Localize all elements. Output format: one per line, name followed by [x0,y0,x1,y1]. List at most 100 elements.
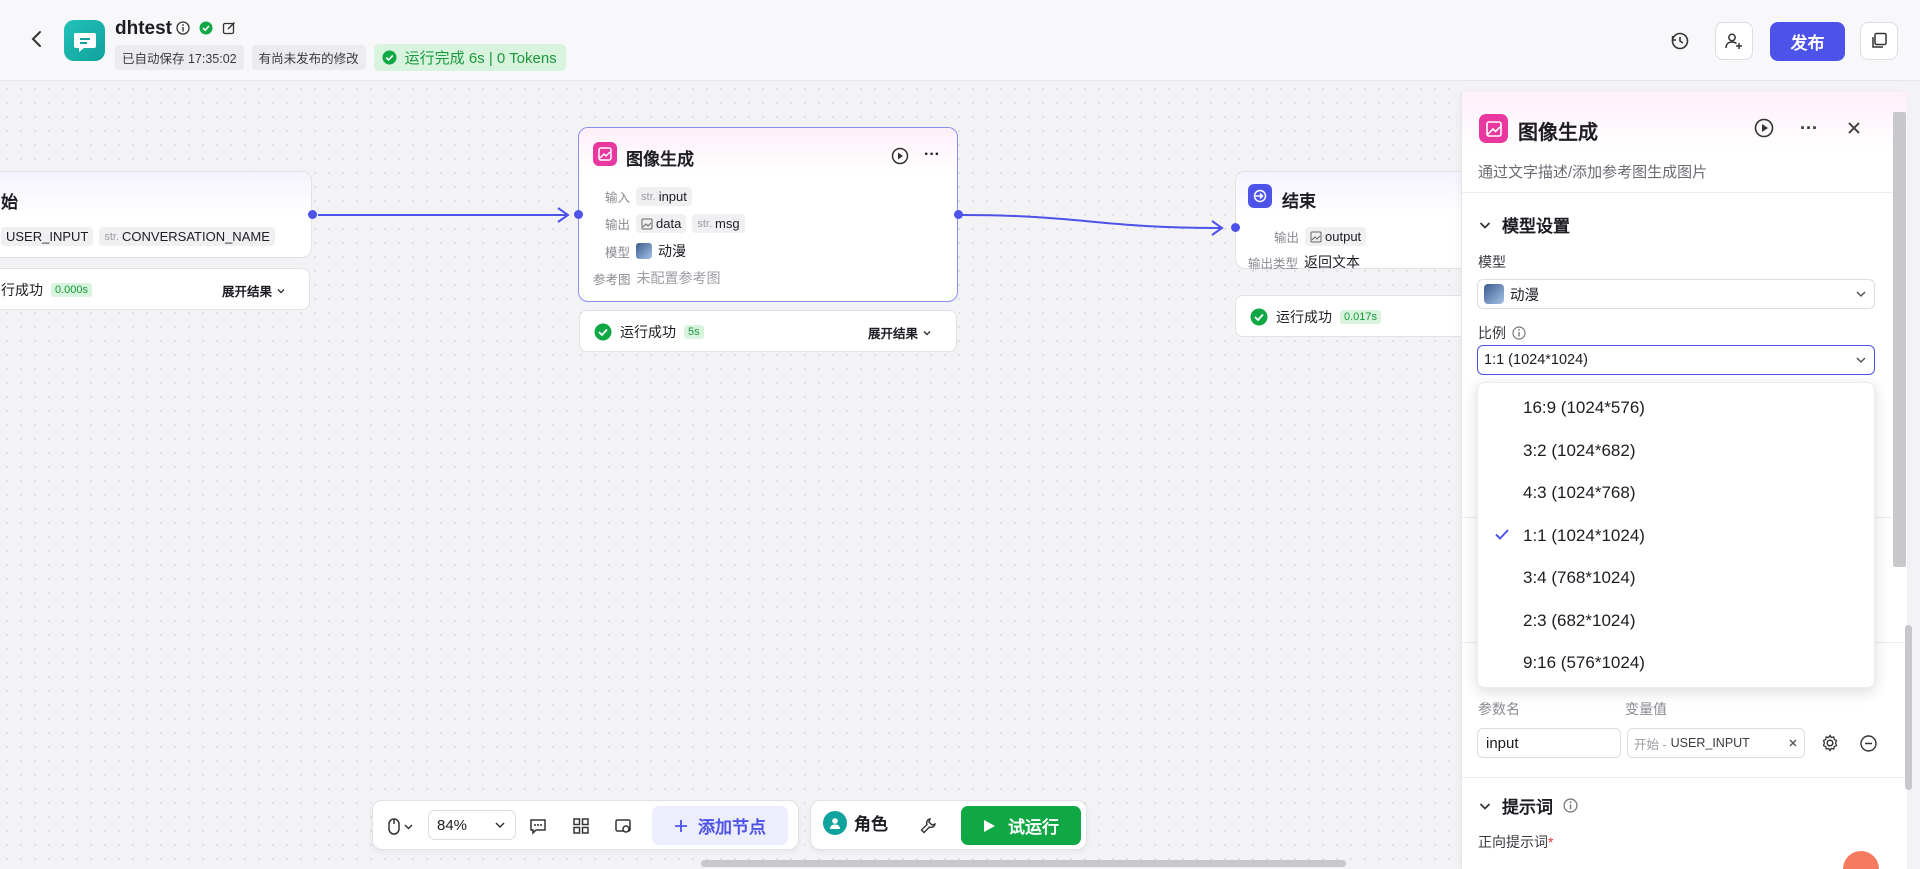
ratio-option[interactable]: 4:3 (1024*768) [1523,483,1636,502]
layout-button[interactable] [569,814,593,838]
model-select[interactable]: 动漫 [1477,279,1875,309]
workflow-edges [318,207,1224,236]
end-node[interactable]: 结束 输出 output 输出类型 返回文本 [1235,171,1475,271]
ratio-option[interactable]: 16:9 (1024*576) [1523,398,1645,417]
var-chip: USER_INPUT [1,227,94,246]
minimap-icon [615,819,631,833]
minimap-button[interactable] [611,814,635,838]
close-icon [1848,122,1860,134]
model-settings-section[interactable]: 模型设置 [1478,212,1570,237]
publish-button[interactable]: 发布 [1770,22,1845,61]
info-icon[interactable] [1512,326,1526,340]
end-node-icon [1248,184,1272,208]
run-node-button[interactable] [1752,116,1776,140]
play-icon [984,819,995,832]
image-node-input-row: 输入 str.input [605,187,692,206]
autosave-badge: 已自动保存 17:35:02 [115,45,244,70]
collaborators-button[interactable] [1715,22,1753,60]
tools-button[interactable] [916,814,940,838]
edit-icon[interactable] [221,20,236,35]
end-node-type-row: 输出类型 返回文本 [1248,254,1361,271]
success-check-icon [1250,308,1268,326]
info-icon[interactable] [1563,798,1578,813]
app-logo [64,20,105,61]
node-settings-panel: 图像生成 ··· 通过文字描述/添加参考图生成图片 模型设置 模型 动漫 比例 … [1461,92,1907,869]
chevron-down-icon [1479,221,1491,229]
header-badges: 已自动保存 17:35:02 有尚未发布的修改 运行完成 6s | 0 Toke… [115,44,566,71]
image-gen-node[interactable]: 图像生成 ··· 输入 str.input 输出 data str.msg 模型… [578,127,958,302]
image-node-output-row: 输出 data str.msg [605,214,745,233]
verified-check-icon [198,20,213,35]
run-status-badge[interactable]: 运行完成 6s | 0 Tokens [373,44,566,71]
play-circle-icon [1754,118,1774,138]
app-title: dhtest [115,18,172,39]
role-button[interactable]: 角色 [823,810,888,835]
add-node-button[interactable]: 添加节点 [652,806,788,845]
mouse-mode-button[interactable] [381,814,421,838]
run-toolbar: 角色 试运行 [810,800,1087,850]
comment-icon [530,819,546,835]
var-value-select[interactable]: 开始 - USER_INPUT [1627,728,1805,758]
end-node-status: 运行成功 0.017s [1235,295,1475,337]
start-node-title: 始 [1,193,18,212]
var-chip: str.CONVERSATION_NAME [99,227,275,246]
clear-icon[interactable] [1788,738,1798,748]
minus-circle-icon [1860,735,1877,752]
info-icon[interactable] [175,20,190,35]
trial-run-button[interactable]: 试运行 [961,806,1081,845]
output-port[interactable] [954,210,963,219]
header: dhtest 已自动保存 17:35:02 有尚未发布的修改 运行完成 6s |… [0,0,1920,81]
canvas-toolbar: 84% 添加节点 [372,800,799,850]
back-arrow-icon[interactable] [26,28,48,50]
expand-result-button[interactable]: 展开结果 [868,323,932,342]
image-type-icon [1310,231,1322,242]
start-node-status: 行成功 0.000s 展开结果 [0,268,310,310]
var-value-label: 变量值 [1625,701,1667,717]
copy-icon [1872,32,1887,48]
input-port[interactable] [1231,223,1240,232]
plus-icon [675,819,687,832]
page-scrollbar[interactable] [1905,625,1912,790]
model-avatar-icon [636,243,653,259]
ratio-select[interactable]: 1:1 (1024*1024) [1477,345,1875,375]
image-node-icon [593,142,617,166]
chevron-down-icon [1856,357,1866,364]
horizontal-scrollbar[interactable] [701,860,1346,867]
more-icon[interactable]: ··· [1800,117,1818,138]
panel-scrollbar[interactable] [1893,112,1906,567]
image-type-icon [641,218,653,229]
ratio-option[interactable]: 3:2 (1024*682) [1523,441,1636,460]
ratio-option-selected[interactable]: 1:1 (1024*1024) [1478,515,1874,557]
close-panel-button[interactable] [1842,116,1866,140]
assistant-avatar[interactable] [1843,851,1879,869]
history-button[interactable] [1661,22,1699,60]
end-node-title: 结束 [1282,192,1316,211]
wrench-icon [920,818,936,834]
ratio-option[interactable]: 9:16 (576*1024) [1523,653,1645,672]
remove-param-button[interactable] [1860,735,1877,757]
panel-title: 图像生成 [1518,122,1598,144]
ratio-option[interactable]: 3:4 (768*1024) [1523,568,1636,587]
settings-gear-icon[interactable] [1821,734,1839,757]
success-check-icon [594,323,612,341]
title-icons [175,20,236,35]
image-node-model-row: 模型 动漫 [605,243,687,260]
start-node[interactable]: 始 USER_INPUT str.CONVERSATION_NAME [0,171,312,258]
copy-button[interactable] [1860,22,1898,60]
input-port[interactable] [574,210,583,219]
prompt-section[interactable]: 提示词 [1478,793,1578,818]
run-node-icon[interactable] [891,147,909,170]
workflow-canvas[interactable]: 始 USER_INPUT str.CONVERSATION_NAME 行成功 0… [0,82,1475,869]
user-avatar-icon [823,810,847,835]
model-label: 模型 [1478,254,1506,270]
output-port[interactable] [308,210,317,219]
chevron-down-icon [277,288,285,293]
ratio-option[interactable]: 2:3 (682*1024) [1523,611,1636,630]
comment-button[interactable] [526,814,550,838]
zoom-select[interactable]: 84% [428,810,516,840]
ratio-label: 比例 [1478,323,1526,343]
expand-result-button[interactable]: 展开结果 [222,281,286,300]
chevron-down-icon [1856,291,1866,298]
more-icon[interactable]: ··· [924,146,940,163]
param-name-input[interactable]: input [1477,728,1621,758]
